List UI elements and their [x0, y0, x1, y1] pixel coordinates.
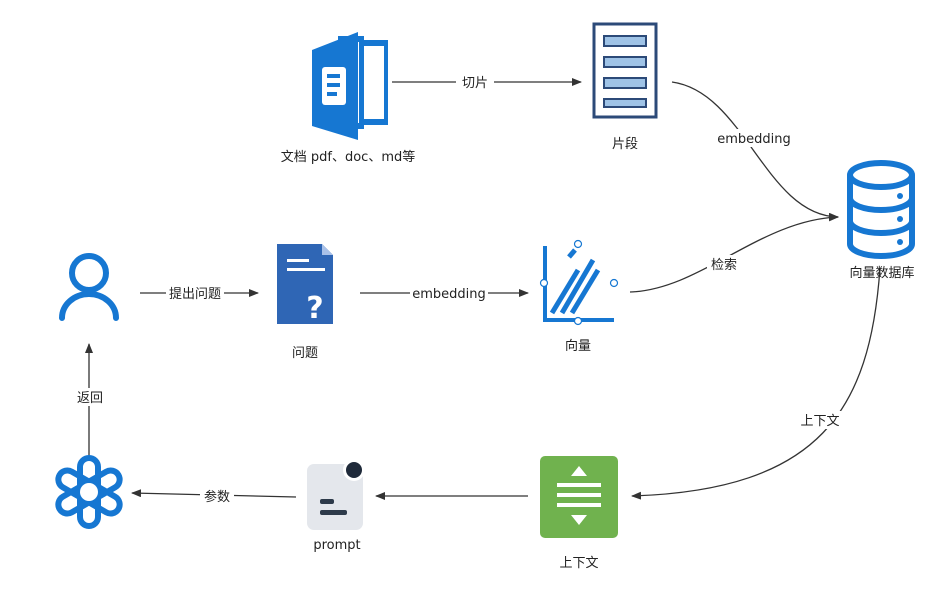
- edge-chunk-embedding-label: embedding: [717, 132, 791, 147]
- question-document-icon: ?: [277, 244, 333, 326]
- edge-return-label: 返回: [77, 391, 103, 406]
- database-icon: [847, 160, 915, 259]
- openai-logo-icon: [55, 455, 123, 529]
- question-label: 问题: [292, 346, 318, 361]
- document-label: 文档 pdf、doc、md等: [281, 149, 415, 165]
- edge-params-label: 参数: [204, 489, 230, 505]
- user-icon: [59, 253, 119, 321]
- context-icon: [540, 456, 618, 538]
- vector-chart-icon: [539, 239, 619, 326]
- edge-retrieve-label: 检索: [711, 258, 737, 273]
- vector-label: 向量: [565, 338, 591, 354]
- edge-question-embedding-label: embedding: [412, 287, 486, 302]
- edge-split-label: 切片: [462, 76, 488, 91]
- vector-db-label: 向量数据库: [849, 265, 914, 281]
- context-label: 上下文: [559, 556, 598, 571]
- prompt-icon: [307, 459, 365, 530]
- svg-text:?: ?: [306, 291, 323, 326]
- chunks-label: 片段: [612, 137, 638, 152]
- prompt-label: prompt: [313, 538, 360, 553]
- edge-retrieve: [629, 213, 839, 293]
- edge-context: [631, 267, 881, 500]
- document-icon: [312, 32, 388, 140]
- edge-context-label: 上下文: [800, 414, 839, 429]
- edge-ask-label: 提出问题: [169, 286, 221, 302]
- edge-chunk-embedding: [671, 81, 839, 221]
- chunks-list-icon: [592, 22, 658, 119]
